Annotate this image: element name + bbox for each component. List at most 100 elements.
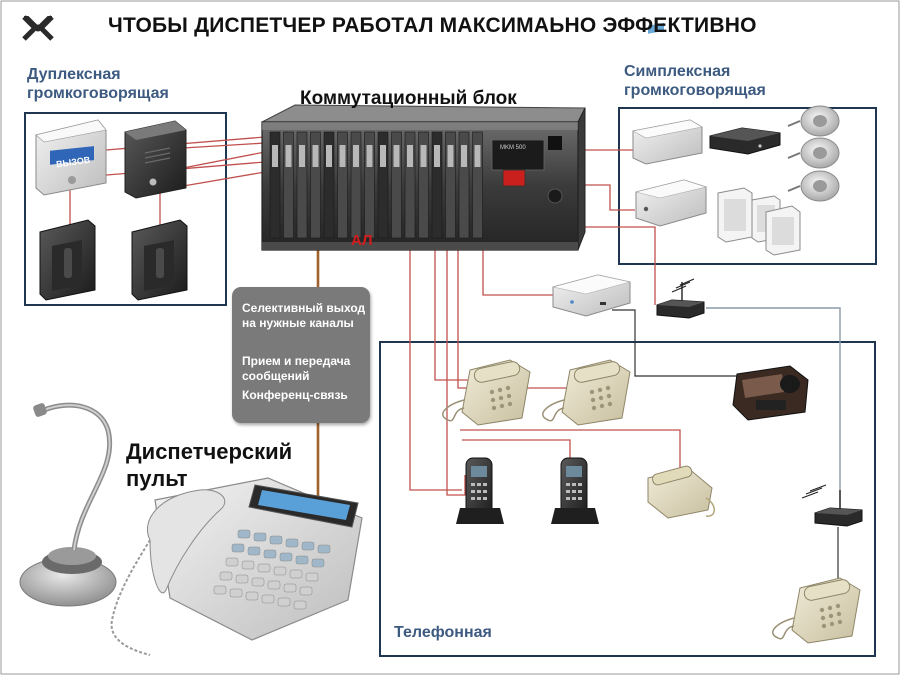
console-key bbox=[235, 574, 249, 584]
line-card bbox=[377, 131, 389, 239]
line-card bbox=[269, 131, 281, 239]
console-key bbox=[283, 583, 297, 593]
console-key bbox=[289, 569, 303, 579]
console-label-line-2: пульт bbox=[126, 466, 188, 491]
console-keypad bbox=[213, 529, 331, 610]
line-card bbox=[458, 131, 470, 239]
feature-selective-output: Селективный выход на нужные каналы bbox=[242, 301, 366, 330]
duplex-group-label: Дуплексная громкоговорящая bbox=[27, 65, 169, 103]
line-card-handle bbox=[447, 145, 454, 167]
console-key bbox=[251, 577, 265, 587]
console-key bbox=[213, 585, 227, 595]
gooseneck-microphone bbox=[19, 402, 117, 607]
console-key bbox=[301, 541, 315, 551]
cordless-phone-2 bbox=[551, 457, 599, 524]
line-card-handle bbox=[434, 145, 440, 167]
dispatcher-console-label: Диспетчерский пульт bbox=[126, 438, 326, 492]
console-key bbox=[219, 571, 233, 581]
console-key bbox=[253, 532, 267, 542]
rack-model-label: MKM 500 bbox=[500, 145, 526, 151]
console-key bbox=[247, 546, 261, 556]
switching-block-label: Коммутационный блок bbox=[300, 88, 517, 109]
line-card bbox=[418, 131, 429, 239]
duplex-label-line-2: громкоговорящая bbox=[27, 85, 169, 102]
simplex-group-label: Симплексная громкоговорящая bbox=[624, 62, 766, 100]
line-card bbox=[431, 131, 443, 239]
simplex-wall-speakers bbox=[717, 187, 801, 256]
console-key bbox=[225, 557, 239, 567]
line-card bbox=[350, 131, 362, 239]
field-telephone bbox=[647, 465, 715, 519]
console-key bbox=[305, 572, 319, 582]
page-title: ЧТОБЫ ДИСПЕТЧЕР РАБОТАЛ МАКСИМАЬНО ЭФФЕК… bbox=[108, 14, 757, 37]
line-card-handle bbox=[312, 145, 319, 167]
desk-telephone-3 bbox=[772, 577, 861, 644]
logo-icon bbox=[22, 15, 54, 41]
duplex-handset-booth-2 bbox=[131, 219, 188, 301]
console-key bbox=[317, 544, 331, 554]
console-key bbox=[299, 586, 313, 596]
console-key bbox=[261, 594, 275, 604]
console-key bbox=[285, 538, 299, 548]
simplex-amplifier-box bbox=[632, 22, 703, 165]
console-key bbox=[269, 535, 283, 545]
line-card bbox=[296, 131, 308, 239]
line-card bbox=[364, 131, 375, 239]
line-card-handle bbox=[366, 145, 373, 167]
console-key bbox=[245, 591, 259, 601]
line-card-handle bbox=[339, 145, 346, 167]
console-key bbox=[267, 580, 281, 590]
line-card bbox=[391, 131, 402, 239]
console-key bbox=[273, 566, 287, 576]
line-card bbox=[472, 131, 483, 239]
switching-block-rack bbox=[261, 104, 586, 251]
simplex-horn-speakers bbox=[787, 105, 840, 202]
al-line-label: АЛ bbox=[351, 232, 373, 249]
duplex-handset-booth-1 bbox=[39, 219, 96, 301]
duplex-label-line-1: Дуплексная bbox=[27, 66, 121, 83]
line-card-handle bbox=[353, 145, 359, 167]
simplex-control-box bbox=[635, 179, 708, 227]
feature-messaging: Прием и передача сообщений bbox=[242, 354, 351, 383]
desk-telephone-2 bbox=[542, 359, 631, 426]
feature-conference: Конференц-связь bbox=[242, 388, 348, 402]
line-card-handle bbox=[380, 145, 386, 167]
simplex-label-line-2: громкоговорящая bbox=[624, 82, 766, 99]
line-card bbox=[323, 131, 335, 239]
radio-modem-2 bbox=[801, 484, 863, 527]
console-key bbox=[311, 558, 325, 568]
console-key bbox=[257, 563, 271, 573]
line-card-handle bbox=[299, 145, 305, 167]
line-card-handle bbox=[420, 145, 427, 167]
line-card-handle bbox=[272, 145, 278, 167]
line-card-handle bbox=[285, 145, 292, 167]
duplex-call-station bbox=[35, 119, 107, 196]
line-card bbox=[337, 131, 348, 239]
line-card bbox=[310, 131, 321, 239]
simplex-label-line-1: Симплексная bbox=[624, 63, 731, 80]
console-key bbox=[231, 543, 245, 553]
radio-modem-1 bbox=[656, 278, 705, 319]
line-card bbox=[283, 131, 294, 239]
line-card bbox=[445, 131, 456, 239]
features-callout: Селективный выход на нужные каналы Прием… bbox=[232, 287, 370, 423]
console-key bbox=[241, 560, 255, 570]
line-card-handle bbox=[461, 145, 467, 167]
line-card-handle bbox=[326, 145, 332, 167]
console-key bbox=[229, 588, 243, 598]
rack-line-cards bbox=[269, 131, 483, 239]
console-key bbox=[277, 597, 291, 607]
line-card-handle bbox=[474, 145, 481, 167]
explosion-proof-telephone bbox=[732, 365, 809, 421]
telephone-group-label: Телефонная bbox=[394, 624, 492, 641]
console-key bbox=[263, 549, 277, 559]
duplex-intercom-panel bbox=[124, 120, 187, 199]
console-key bbox=[279, 552, 293, 562]
dispatcher-console-phone bbox=[110, 477, 363, 656]
line-card-handle bbox=[393, 145, 400, 167]
line-card bbox=[404, 131, 416, 239]
console-key bbox=[237, 529, 251, 539]
cordless-phone-1 bbox=[456, 457, 504, 524]
